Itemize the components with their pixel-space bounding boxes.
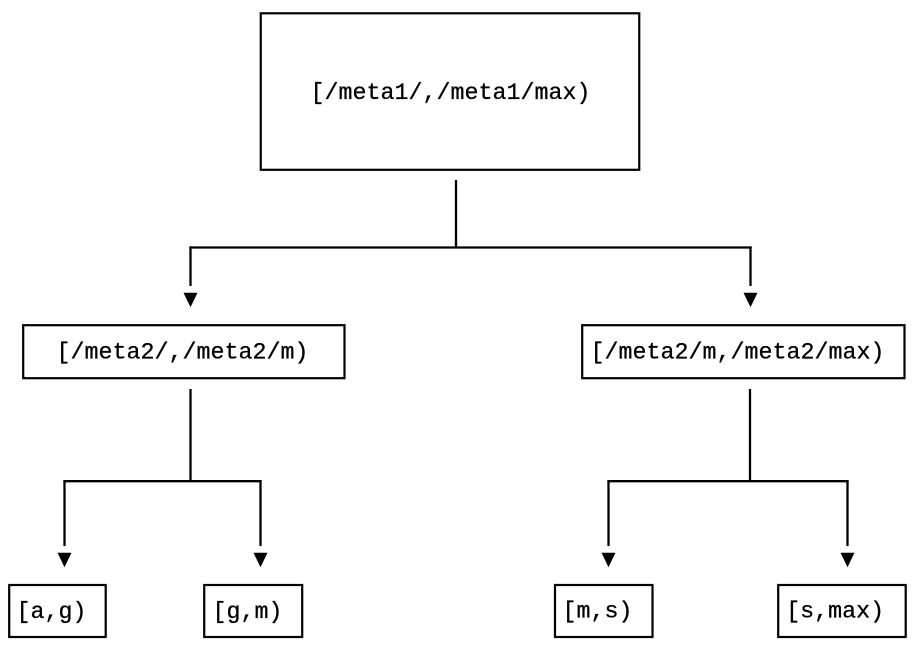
svg-text:[/meta2/,/meta2/m): [/meta2/,/meta2/m): [57, 341, 309, 367]
svg-text:[/meta2/m,/meta2/max): [/meta2/m,/meta2/max): [591, 341, 885, 367]
svg-text:[/meta1/,/meta1/max): [/meta1/,/meta1/max): [311, 81, 591, 107]
svg-text:[m,s): [m,s): [563, 600, 633, 626]
svg-text:[s,max): [s,max): [786, 600, 884, 626]
svg-text:[a,g): [a,g): [17, 600, 87, 626]
svg-text:[g,m): [g,m): [213, 600, 283, 626]
